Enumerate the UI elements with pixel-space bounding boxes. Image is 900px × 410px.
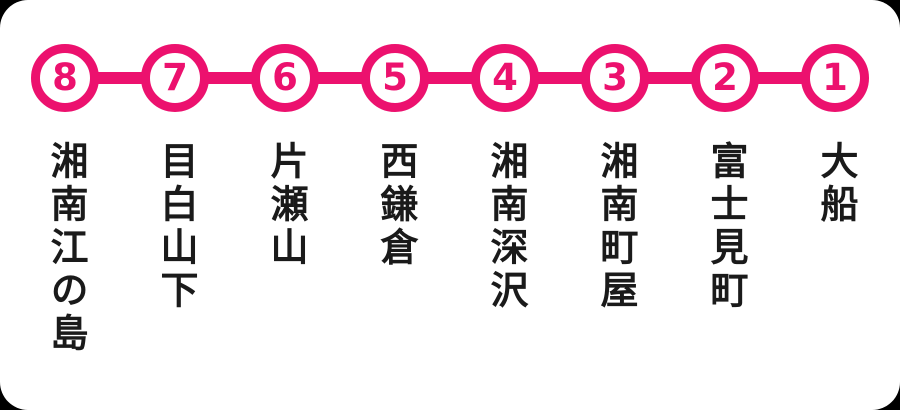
station-number: 8 [52,55,78,99]
station-number: 4 [492,55,518,99]
station-circle: 2 [691,44,759,112]
station-nishi-kamakura: 5 西鎌倉 [361,44,429,356]
station-number: 2 [712,55,738,99]
station-ofuna: 1 大船 [801,44,869,356]
station-number: 6 [272,55,298,99]
station-label: 西鎌倉 [374,141,416,270]
station-circle: 6 [251,44,319,112]
station-number: 1 [822,55,848,99]
station-circle: 7 [141,44,209,112]
station-circle: 1 [801,44,869,112]
station-circle: 5 [361,44,429,112]
station-number: 3 [602,55,628,99]
station-label: 目白山下 [154,141,196,313]
station-circle: 8 [31,44,99,112]
station-label: 片瀬山 [264,141,306,270]
station-label: 湘南深沢 [484,141,526,313]
station-fujimicho: 2 富士見町 [691,44,759,356]
stations-row: 8 湘南江の島 7 目白山下 6 片瀬山 5 西鎌倉 4 湘南 [31,44,869,356]
station-number: 7 [162,55,188,99]
station-label: 富士見町 [704,141,746,313]
station-kataseyama: 6 片瀬山 [251,44,319,356]
station-circle: 3 [581,44,649,112]
station-label: 湘南町屋 [594,141,636,313]
station-mejiroyamashita: 7 目白山下 [141,44,209,356]
station-circle: 4 [471,44,539,112]
station-label: 湘南江の島 [44,141,86,356]
station-label: 大船 [814,141,856,227]
station-shonan-machiya: 3 湘南町屋 [581,44,649,356]
station-shonan-enoshima: 8 湘南江の島 [31,44,99,356]
station-shonan-fukasawa: 4 湘南深沢 [471,44,539,356]
station-number: 5 [382,55,408,99]
